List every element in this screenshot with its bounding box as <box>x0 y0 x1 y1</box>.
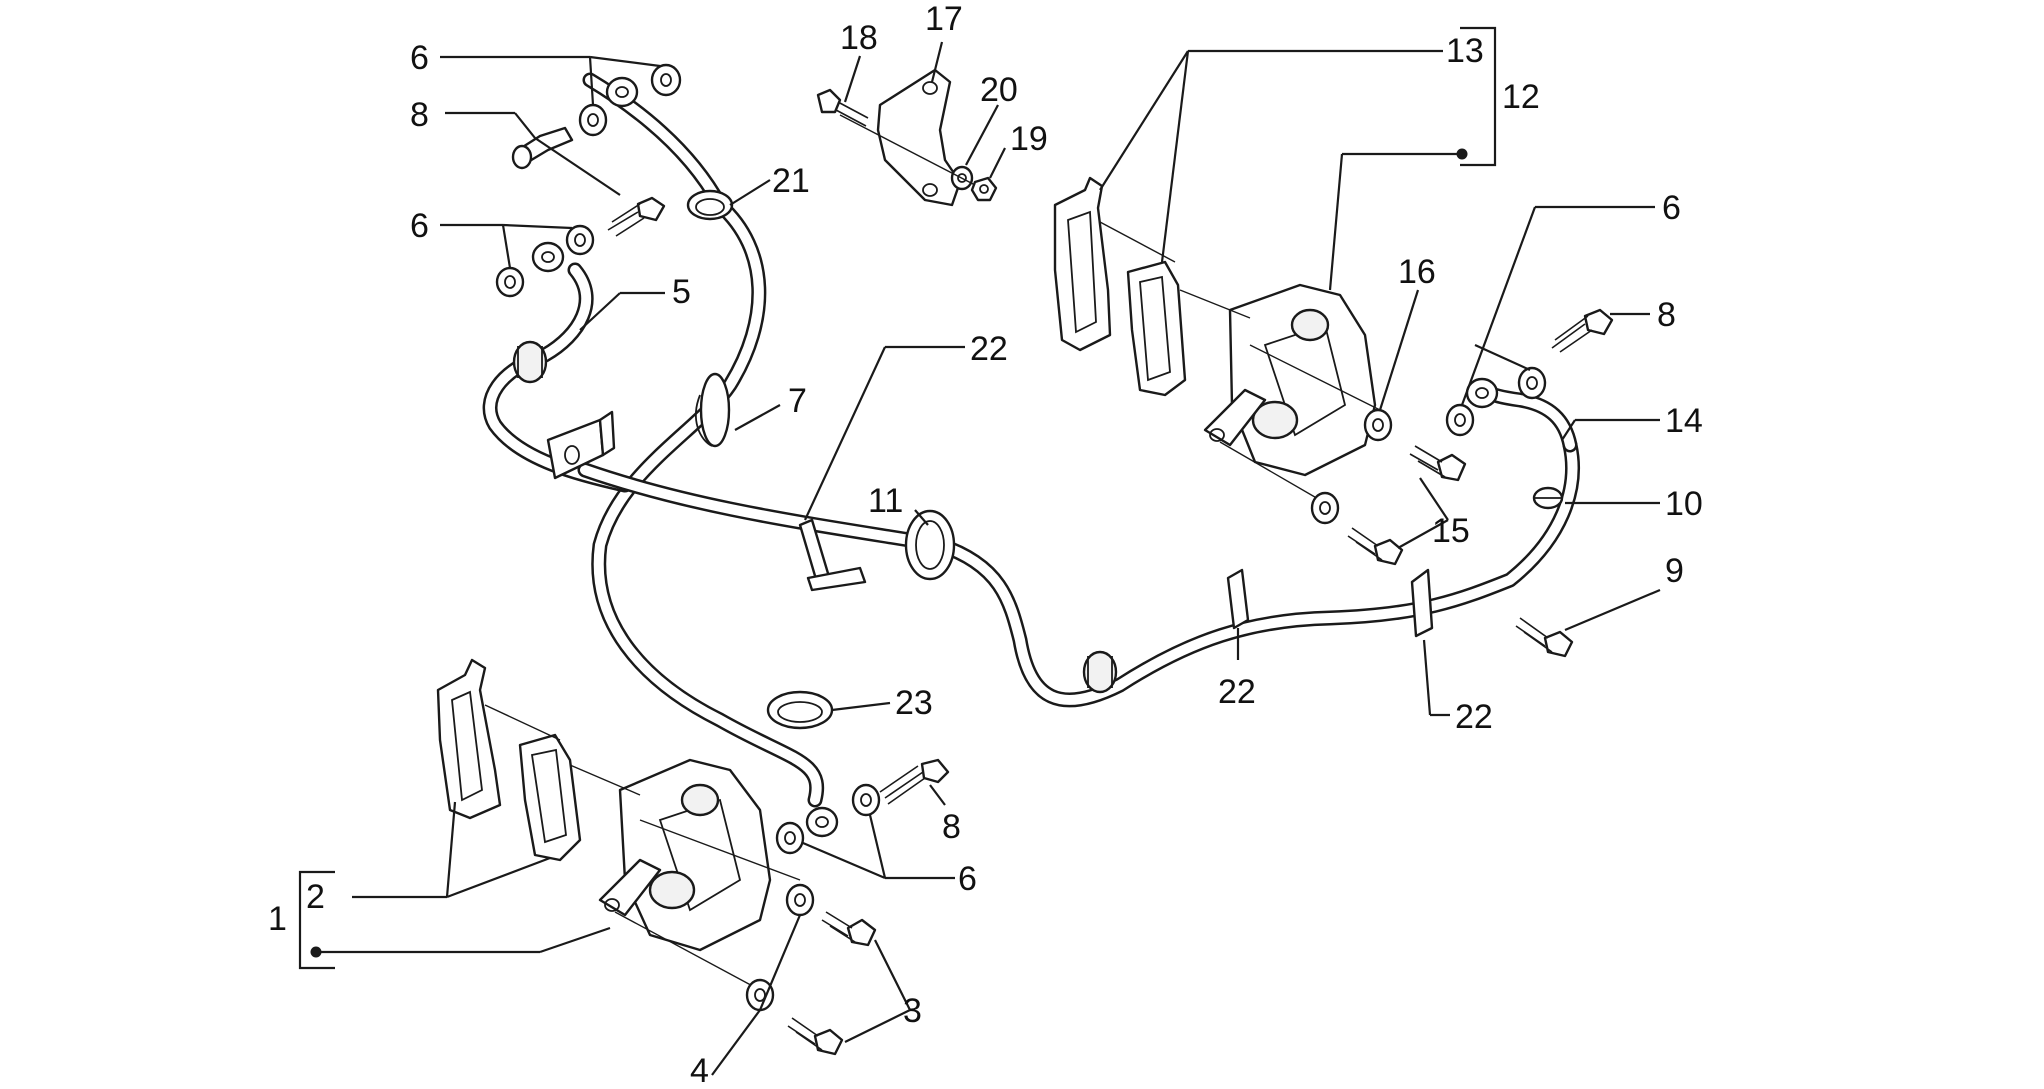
bolt-15-lower <box>1347 527 1404 566</box>
banjo-fitting-bottom <box>805 806 839 838</box>
brake-pad-right-inner <box>1126 260 1187 397</box>
callout-6-bottom: 6 <box>958 860 977 898</box>
callout-5: 5 <box>672 273 691 311</box>
brake-pad-left-inner <box>518 733 582 862</box>
hose-clamp-11 <box>904 509 956 581</box>
callout-8-bottom: 8 <box>942 808 961 846</box>
washer-4-a <box>785 883 815 917</box>
washer-6-left-bottom-b <box>775 821 805 855</box>
callout-23: 23 <box>895 684 933 722</box>
washer-6-right-a <box>1517 366 1547 400</box>
callout-4: 4 <box>690 1052 709 1089</box>
bolt-8-left-bottom <box>879 758 950 805</box>
hose-bracket-22-center <box>798 518 867 592</box>
brake-caliper-left <box>598 758 772 952</box>
hose-bracket-22-right-b <box>1410 568 1434 638</box>
washer-6-mid-b <box>495 266 525 298</box>
bolt-3-lower <box>787 1017 844 1056</box>
callout-6-mid: 6 <box>410 207 429 245</box>
callout-10: 10 <box>1665 485 1703 523</box>
bolt-8-right <box>1551 308 1614 353</box>
leader-lines <box>298 26 1661 1076</box>
hose-clamp-23 <box>766 690 834 730</box>
callout-8-top: 8 <box>410 96 429 134</box>
callout-6-right: 6 <box>1662 189 1681 227</box>
callout-3: 3 <box>903 992 922 1030</box>
hose-clip-10 <box>1532 486 1564 510</box>
bolt-18 <box>816 88 869 127</box>
leader-dot-1 <box>310 946 322 958</box>
callout-22-center: 22 <box>1218 673 1256 711</box>
callout-1: 1 <box>268 900 287 938</box>
bolt-top-small <box>607 196 666 237</box>
brake-pad-right-outer <box>1053 176 1112 352</box>
washer-6-top-a <box>650 63 682 97</box>
callout-21: 21 <box>772 162 810 200</box>
hose-clamp-7 <box>695 372 731 448</box>
washer-6-left-bottom-a <box>851 783 881 817</box>
callout-9: 9 <box>1665 552 1684 590</box>
washer-6-mid-a <box>565 224 595 256</box>
hose-clamp-21 <box>686 189 734 221</box>
callout-13: 13 <box>1446 32 1484 70</box>
callout-11: 11 <box>868 482 903 520</box>
callout-12: 12 <box>1502 78 1540 116</box>
hose-bracket-22-left <box>546 410 616 480</box>
washer-6-top-b <box>578 103 608 137</box>
callout-14: 14 <box>1665 402 1703 440</box>
leader-dot-12 <box>1456 148 1468 160</box>
callout-8-right: 8 <box>1657 296 1676 334</box>
hose-bracket-22-right-a <box>1226 568 1250 630</box>
banjo-bolt-8-top <box>511 126 574 170</box>
callout-20: 20 <box>980 71 1018 109</box>
callout-6-top: 6 <box>410 39 429 77</box>
hose-22-main-crossing <box>577 437 1580 708</box>
brake-pad-left-outer <box>436 658 502 820</box>
callout-17: 17 <box>925 0 963 38</box>
grommet-center <box>1082 650 1118 694</box>
callout-2: 2 <box>306 878 325 916</box>
callout-16: 16 <box>1398 253 1436 291</box>
bolt-3-upper <box>821 911 877 947</box>
bolt-15-upper <box>1409 445 1467 482</box>
callout-labels: 1 2 3 4 5 6 6 6 6 7 8 8 8 9 10 11 12 13 … <box>268 0 1703 1089</box>
washer-4-b <box>745 978 775 1012</box>
bolt-9 <box>1515 617 1574 658</box>
callout-15: 15 <box>1432 512 1470 550</box>
nut-19 <box>970 176 998 202</box>
brake-caliper-right <box>1203 283 1377 477</box>
washer-15 <box>1310 491 1340 525</box>
banjo-fitting-right <box>1465 377 1499 409</box>
banjo-fitting-top <box>605 76 639 108</box>
banjo-fitting-left-upper <box>531 241 565 273</box>
washer-6-right-b <box>1445 403 1475 437</box>
callout-22-right: 22 <box>1455 698 1493 736</box>
bracket-17 <box>876 68 962 207</box>
washer-16 <box>1363 408 1393 442</box>
callout-22-left: 22 <box>970 330 1008 368</box>
callout-18: 18 <box>840 19 878 57</box>
grommet-left <box>512 340 548 384</box>
callout-7: 7 <box>788 382 807 420</box>
callout-19: 19 <box>1010 120 1048 158</box>
